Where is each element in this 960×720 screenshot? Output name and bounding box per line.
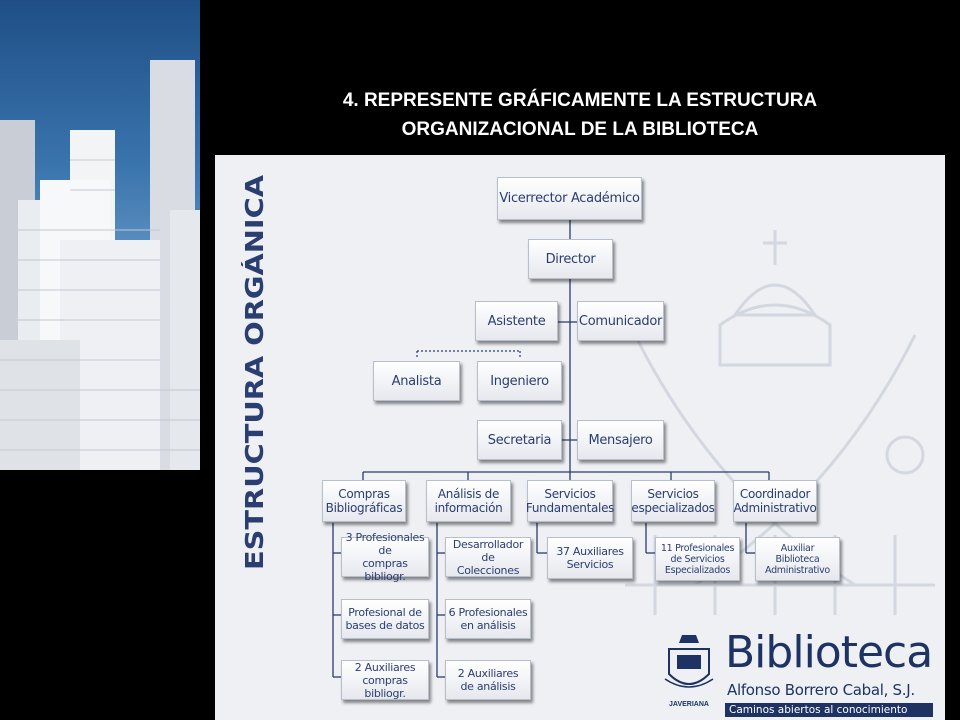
logo-name: Alfonso Borrero Cabal, S.J.	[727, 681, 915, 699]
node-dept-servicios-especializados: Servicios especializados	[631, 480, 715, 522]
university-shield-icon	[664, 635, 714, 688]
node-dept-compras: Compras Bibliográficas	[322, 480, 406, 522]
node-comunicador: Comunicador	[577, 301, 664, 341]
node-sub-compras-2: Profesional de bases de datos	[341, 599, 429, 639]
logo-tagline: Caminos abiertos al conocimiento	[725, 703, 933, 717]
node-sub-analisis-1: Desarrollador de Colecciones	[445, 537, 531, 577]
org-chart-panel: ESTRUCTURA ORGÁNICA	[215, 155, 945, 720]
node-asistente: Asistente	[475, 301, 558, 341]
biblioteca-logo: JAVERIANA Biblioteca Alfonso Borrero Cab…	[655, 623, 945, 718]
node-dept-coordinador: Coordinador Administrativo	[733, 480, 817, 522]
node-dept-servicios-fundamentales: Servicios Fundamentales	[526, 480, 614, 522]
node-ingeniero: Ingeniero	[477, 361, 562, 401]
node-sub-analisis-3: 2 Auxiliares de análisis	[445, 660, 531, 700]
node-sub-compras-1: 3 Profesionales de compras bibliogr.	[341, 531, 429, 583]
node-sub-compras-3: 2 Auxiliares compras bibliogr.	[341, 660, 429, 700]
node-sub-servicios-esp-1: 11 Profesionales de Servicios Especializ…	[655, 537, 740, 581]
logo-word: Biblioteca	[725, 627, 933, 678]
node-sub-analisis-2: 6 Profesionales en análisis	[445, 599, 531, 639]
side-title-vertical: ESTRUCTURA ORGÁNICA	[240, 165, 269, 585]
node-sub-servicios-fund-1: 37 Auxiliares Servicios	[547, 537, 633, 579]
node-secretaria: Secretaria	[477, 420, 562, 460]
slide-title: 4. REPRESENTE GRÁFICAMENTE LA ESTRUCTURA…	[215, 86, 945, 144]
node-dept-analisis: Análisis de información	[426, 480, 511, 522]
slide-title-line-2: ORGANIZACIONAL DE LA BIBLIOTECA	[401, 119, 759, 140]
side-title-text: ESTRUCTURA ORGÁNICA	[241, 174, 267, 570]
buildings-illustration	[0, 60, 200, 470]
logo-university: JAVERIANA	[669, 701, 709, 708]
node-sub-coordinador-1: Auxiliar Biblioteca Administrativo	[755, 537, 840, 581]
slide-title-line-1: 4. REPRESENTE GRÁFICAMENTE LA ESTRUCTURA	[342, 90, 818, 111]
node-mensajero: Mensajero	[577, 420, 664, 460]
city-background-image	[0, 0, 200, 470]
node-director: Director	[528, 239, 613, 279]
node-analista: Analista	[373, 361, 460, 401]
node-vicerrector: Vicerrector Académico	[497, 177, 642, 220]
